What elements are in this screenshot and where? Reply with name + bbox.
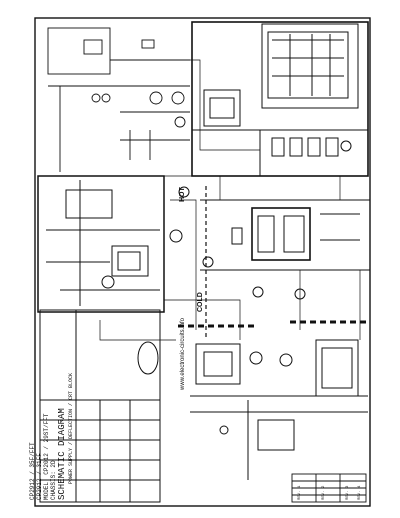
wiring-traces <box>99 59 361 341</box>
title-line-1: CHASSIS: 2D <box>50 460 57 500</box>
title-line-4: CP2912 / 35F/FFT <box>29 442 36 500</box>
revision-table <box>291 473 367 503</box>
outer-frame <box>34 17 371 507</box>
title-line-3: CP2912 / 31FF <box>36 453 43 500</box>
revision-row-1: REV. 1 <box>298 485 302 500</box>
hot-label: HOT <box>179 187 186 203</box>
title-block-frame <box>39 309 161 503</box>
upper-right-section <box>191 21 369 177</box>
revision-row-3: REV. 3 <box>346 485 350 500</box>
website-label: www.electronic-circuits.info <box>180 317 186 391</box>
flyback-transformer <box>200 199 370 300</box>
title-line-2: MODEL: CP2012 / 29ST/FFT <box>43 413 50 500</box>
lower-output-section <box>190 339 368 480</box>
power-supply-block <box>37 175 190 313</box>
revision-row-4: REV. 4 <box>358 485 362 500</box>
title-heading: SCHEMATIC DIAGRAM <box>57 408 67 500</box>
title-section: POWER SUPPLY / DEFLECTION / CRT BLOCK <box>68 373 74 484</box>
top-connector-block <box>261 23 359 109</box>
cold-label: COLD <box>197 292 204 312</box>
brand-logo <box>137 341 159 375</box>
input-filter-section <box>47 27 190 172</box>
revision-row-2: REV. 2 <box>322 485 326 500</box>
